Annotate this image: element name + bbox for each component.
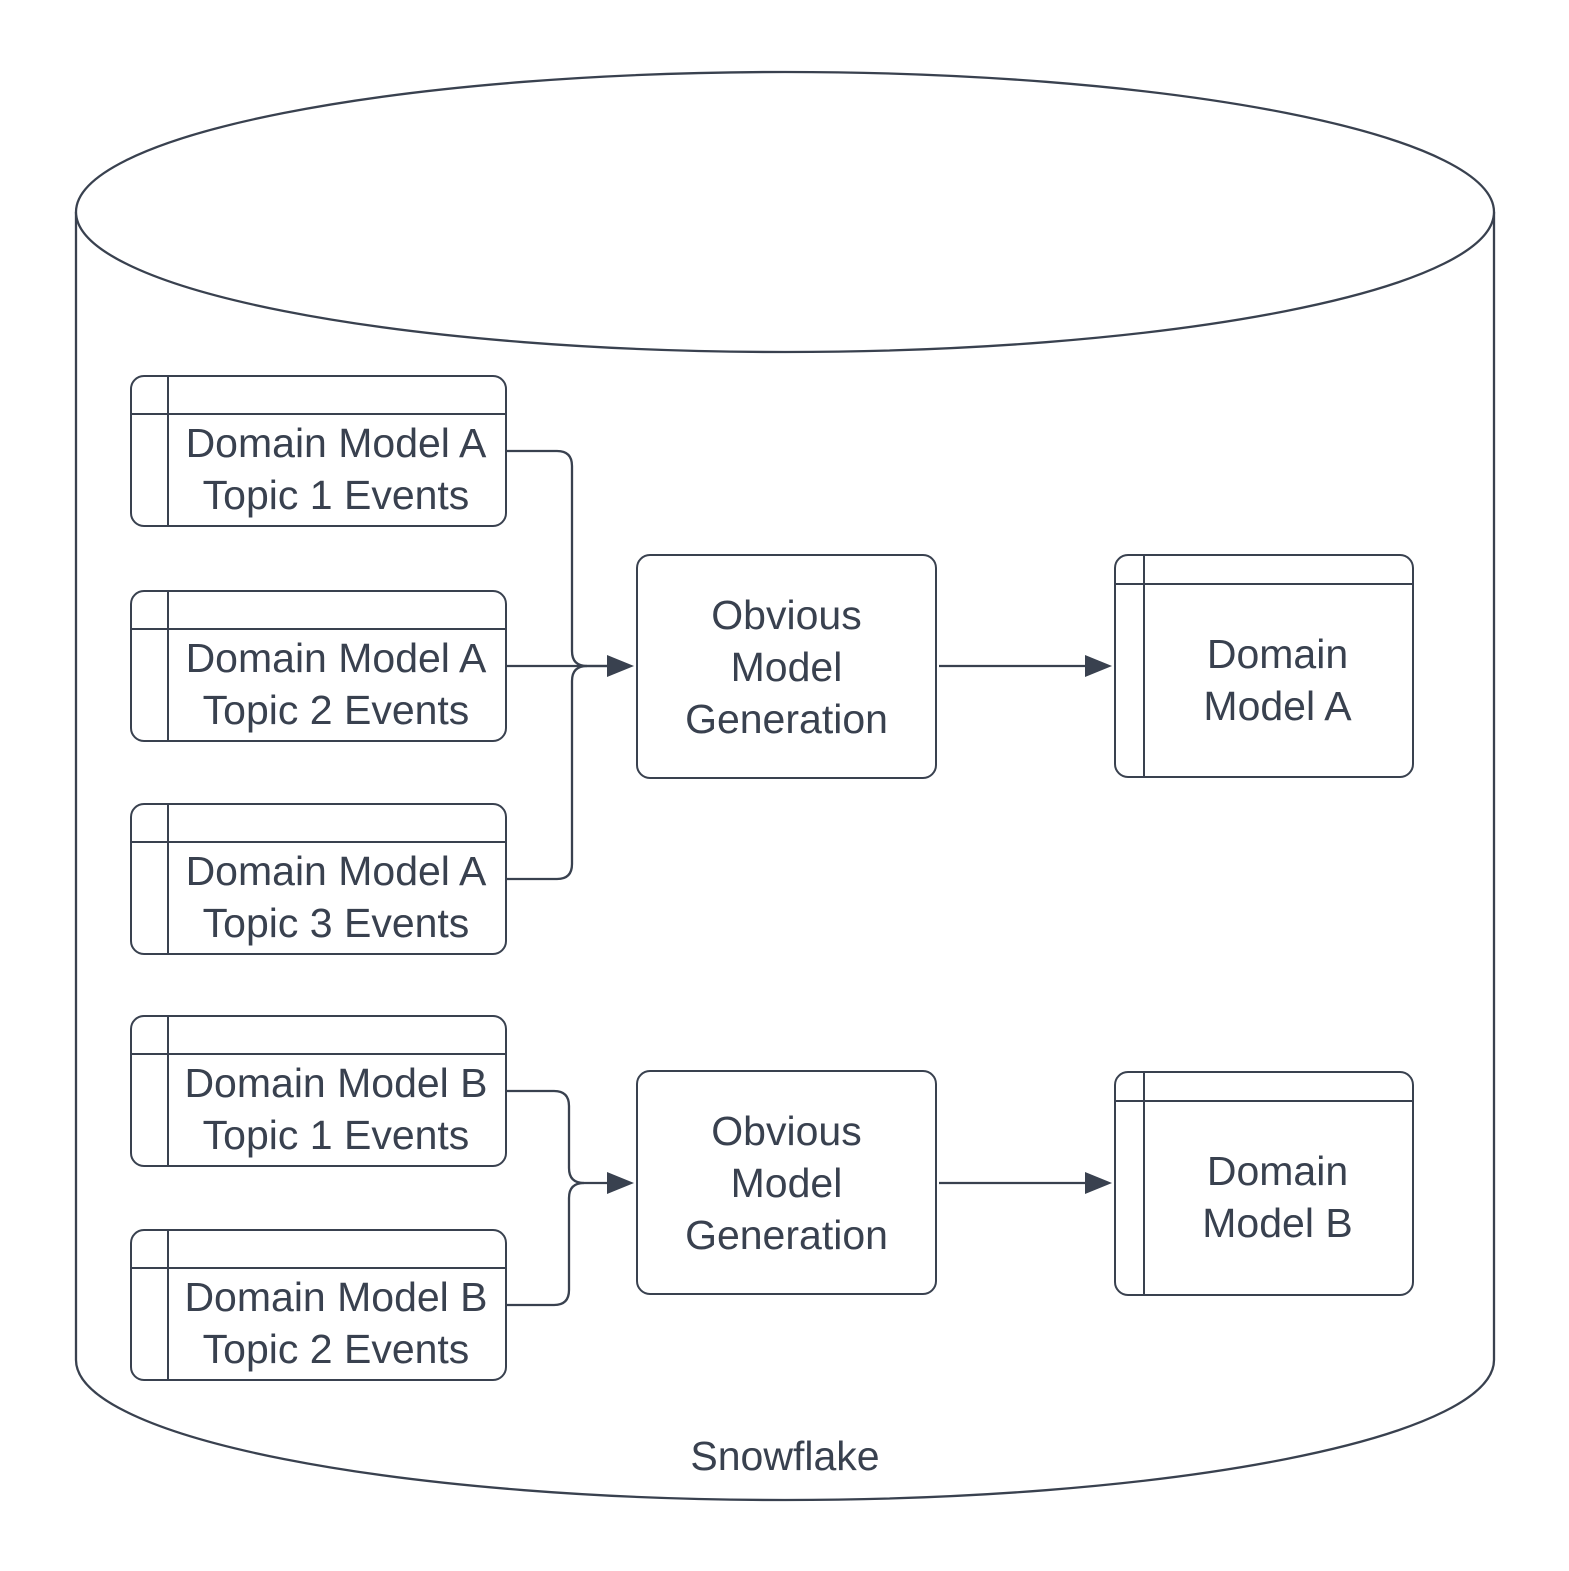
source-table-b-topic-1-label: Domain Model B Topic 1 Events (184, 1060, 488, 1158)
output-table-domain-model-b: Domain Model B (1114, 1071, 1414, 1296)
table-column-rule (167, 805, 169, 953)
output-table-domain-model-b-label: Domain Model B (1202, 1148, 1353, 1246)
connector-b-topic1-to-merge (505, 1089, 607, 1185)
table-header-rule (132, 1267, 505, 1269)
arrowhead-b-into-process (607, 1172, 634, 1194)
source-table-b-topic-1: Domain Model B Topic 1 Events (130, 1015, 507, 1167)
table-column-rule (1143, 1073, 1145, 1294)
table-header-rule (132, 628, 505, 630)
table-header-rule (1116, 1100, 1412, 1102)
process-box-b: Obvious Model Generation (636, 1070, 937, 1295)
snowflake-label: Snowflake (690, 1433, 880, 1479)
process-box-a: Obvious Model Generation (636, 554, 937, 779)
table-header-rule (132, 1053, 505, 1055)
source-table-a-topic-2-label: Domain Model A Topic 2 Events (185, 635, 487, 733)
source-table-b-topic-2: Domain Model B Topic 2 Events (130, 1229, 507, 1381)
source-table-a-topic-1: Domain Model A Topic 1 Events (130, 375, 507, 527)
table-column-rule (167, 1231, 169, 1379)
source-table-b-topic-2-label: Domain Model B Topic 2 Events (184, 1274, 488, 1372)
source-table-a-topic-3: Domain Model A Topic 3 Events (130, 803, 507, 955)
table-header-rule (1116, 583, 1412, 585)
connector-a-topic3-to-merge (505, 664, 588, 881)
source-table-a-topic-1-label: Domain Model A Topic 1 Events (185, 420, 487, 518)
output-table-domain-model-a-label: Domain Model A (1203, 630, 1352, 729)
source-table-a-topic-3-label: Domain Model A Topic 3 Events (185, 848, 487, 946)
table-column-rule (1143, 556, 1145, 776)
table-column-rule (167, 592, 169, 740)
arrowhead-a-into-process (607, 655, 634, 677)
output-table-domain-model-a: Domain Model A (1114, 554, 1414, 778)
arrowhead-a-into-output (1085, 655, 1112, 677)
table-column-rule (167, 1017, 169, 1165)
connectors-pipeline-b (505, 1089, 1112, 1307)
source-table-a-topic-2: Domain Model A Topic 2 Events (130, 590, 507, 742)
connector-b-topic2-to-merge (505, 1181, 585, 1307)
connectors-pipeline-a (505, 449, 1112, 881)
table-column-rule (167, 377, 169, 525)
table-header-rule (132, 841, 505, 843)
cylinder-top-ellipse (74, 70, 1496, 354)
arrowhead-b-into-output (1085, 1172, 1112, 1194)
table-header-rule (132, 413, 505, 415)
